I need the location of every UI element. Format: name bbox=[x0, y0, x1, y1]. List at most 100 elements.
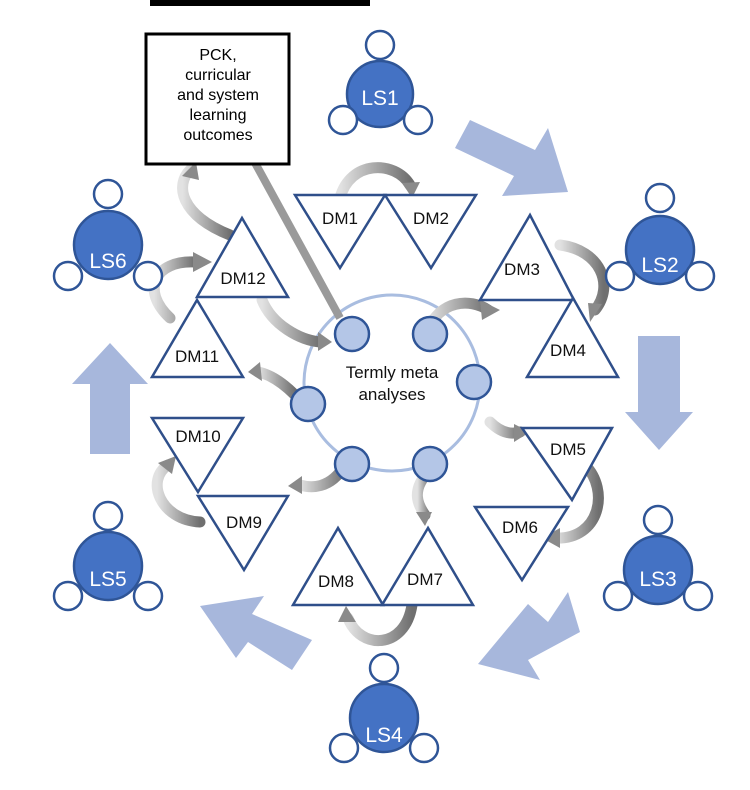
node-arrowhead-to-dm5 bbox=[514, 424, 530, 442]
block-arrow-ls3-ls4 bbox=[478, 592, 580, 680]
loop-arrowhead-dm11-dm12 bbox=[193, 252, 212, 272]
ls6-label: LS6 bbox=[89, 250, 126, 273]
loop-arrow-dm7-dm8 bbox=[342, 599, 418, 646]
dm8-label: DM8 bbox=[318, 572, 354, 591]
cropped-heading-fragment bbox=[150, 0, 370, 6]
block-arrow-ls2-ls3 bbox=[625, 336, 693, 450]
center-node-2 bbox=[411, 315, 449, 353]
block-arrow-ls1-ls2 bbox=[455, 120, 568, 196]
loop-arrow-dm5-dm6 bbox=[549, 459, 604, 544]
node-arrowhead-to-dm9 bbox=[288, 476, 302, 494]
node-arrowhead-to-dm11 bbox=[248, 362, 262, 381]
ls5-group: LS5 bbox=[52, 500, 164, 612]
ls6-body-circle bbox=[72, 209, 144, 281]
ls2-body-circle bbox=[624, 214, 696, 286]
dm10-triangle bbox=[149, 416, 246, 495]
dm8-triangle bbox=[290, 525, 386, 607]
ls6-head-left bbox=[52, 260, 84, 292]
learning-studies: LS1 LS2 LS3 LS4 LS5 bbox=[52, 29, 716, 764]
node-arrow-to-dm11 bbox=[252, 366, 301, 401]
dm11-triangle bbox=[149, 297, 246, 379]
ls1-head-top bbox=[364, 29, 396, 61]
pck-line-3: and system bbox=[177, 87, 259, 104]
center-node-3 bbox=[455, 363, 493, 401]
ls1-label: LS1 bbox=[361, 87, 398, 110]
dm7-triangle bbox=[379, 525, 476, 607]
dm6-label: DM6 bbox=[502, 518, 538, 537]
dm12-triangle bbox=[194, 215, 291, 299]
ls4-head-left bbox=[328, 732, 360, 764]
ls5-head-top bbox=[92, 500, 124, 532]
ls2-label: LS2 bbox=[641, 254, 678, 277]
ls1-head-left bbox=[327, 104, 359, 136]
dm9-triangle bbox=[195, 494, 291, 573]
dm1-label: DM1 bbox=[322, 209, 358, 228]
ls2-head-right bbox=[684, 260, 716, 292]
center-label-line-2: analyses bbox=[358, 385, 425, 404]
node-arrowhead-to-dm3 bbox=[480, 300, 500, 320]
loop-arrow-dm12-to-pck bbox=[177, 164, 236, 241]
dm3-triangle bbox=[477, 212, 577, 302]
dm12-label: DM12 bbox=[220, 269, 265, 288]
center-node-6 bbox=[289, 385, 327, 423]
ls4-head-right bbox=[408, 732, 440, 764]
pck-line-2: curricular bbox=[185, 67, 251, 84]
pck-box bbox=[144, 32, 291, 166]
dm3-label: DM3 bbox=[504, 260, 540, 279]
node-arrowhead-from-dm12 bbox=[318, 332, 332, 351]
node-arrowhead-to-dm7 bbox=[416, 512, 432, 526]
ls4-head-top bbox=[368, 652, 400, 684]
center-node-1 bbox=[333, 315, 371, 353]
dm11-label: DM11 bbox=[175, 347, 219, 366]
ls1-group: LS1 bbox=[327, 29, 434, 136]
ls2-head-left bbox=[604, 260, 636, 292]
ls4-group: LS4 bbox=[328, 652, 440, 764]
dm10-label: DM10 bbox=[175, 427, 220, 446]
ls5-head-left bbox=[52, 580, 84, 612]
center-node-4 bbox=[411, 445, 449, 483]
ls3-head-top bbox=[642, 504, 674, 536]
loop-arrowhead-dm9-dm10 bbox=[158, 456, 176, 474]
center-node-5 bbox=[333, 445, 371, 483]
data-meetings: DM1 DM2 DM3 DM4 DM5 DM6 DM7 DM8 DM9 DM10… bbox=[149, 193, 621, 607]
block-arrow-ls4-ls5 bbox=[200, 596, 312, 670]
loop-arrow-dm3-dm4 bbox=[554, 239, 610, 316]
ls6-head-top bbox=[92, 178, 124, 210]
dm7-label: DM7 bbox=[407, 570, 443, 589]
loop-arrow-dm9-dm10 bbox=[151, 459, 206, 528]
ls3-body-circle bbox=[622, 534, 694, 606]
loop-arrowhead-dm1-dm2 bbox=[402, 182, 420, 198]
loop-arrowhead-dm3-dm4 bbox=[588, 303, 602, 322]
dm2-triangle bbox=[382, 193, 479, 271]
pck-line-4: learning bbox=[190, 107, 247, 124]
ls5-label: LS5 bbox=[89, 568, 126, 591]
ls4-label: LS4 bbox=[365, 724, 403, 747]
ls5-body-circle bbox=[72, 530, 144, 602]
loop-arrowhead-dm12-to-pck bbox=[182, 162, 199, 180]
pck-line-5: outcomes bbox=[183, 127, 252, 144]
pck-link-line bbox=[244, 148, 344, 320]
block-arrow-ls5-ls6 bbox=[72, 343, 148, 454]
loop-arrowhead-dm5-dm6 bbox=[542, 528, 560, 548]
dm1-triangle bbox=[292, 193, 388, 271]
ls3-group: LS3 bbox=[602, 504, 714, 612]
ls6-head-right bbox=[132, 260, 164, 292]
dm4-triangle bbox=[524, 295, 621, 379]
dm9-label: DM9 bbox=[226, 513, 262, 532]
center-ring bbox=[302, 293, 482, 473]
dm4-label: DM4 bbox=[550, 341, 586, 360]
loop-arrows bbox=[148, 162, 610, 646]
node-arrow-from-dm12 bbox=[256, 294, 326, 348]
ls1-body-circle bbox=[345, 59, 415, 129]
ls2-head-top bbox=[644, 182, 676, 214]
dm5-triangle bbox=[519, 426, 615, 503]
center-label-line-1: Termly meta bbox=[346, 363, 439, 382]
ls4-body-circle bbox=[348, 682, 420, 754]
ls2-group: LS2 bbox=[604, 182, 716, 292]
ls3-head-left bbox=[602, 580, 634, 612]
loop-arrowhead-dm7-dm8 bbox=[338, 606, 356, 622]
loop-arrow-dm1-dm2 bbox=[334, 162, 416, 204]
pck-line-1: PCK, bbox=[199, 47, 236, 64]
